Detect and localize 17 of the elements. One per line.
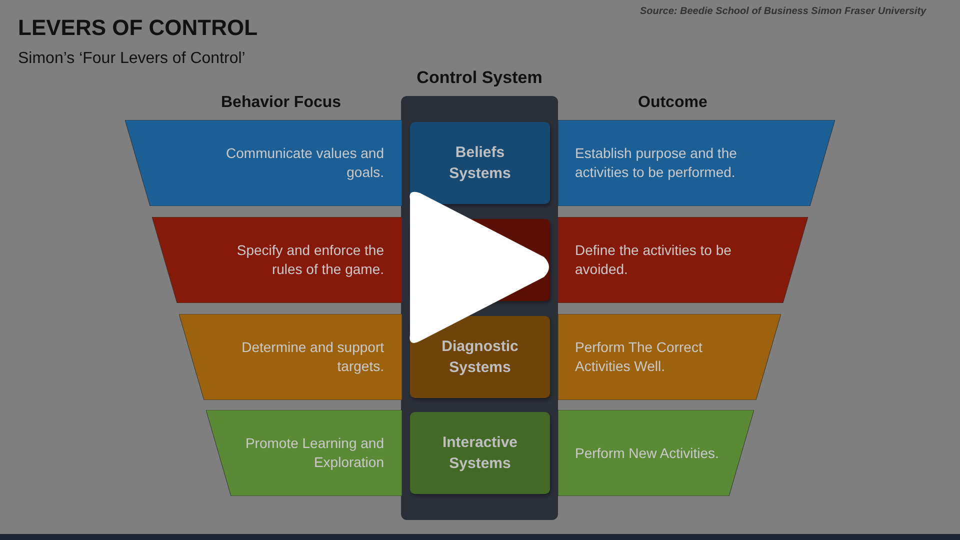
system-box: Diagnostic Systems <box>410 316 550 398</box>
system-box: Interactive Systems <box>410 412 550 494</box>
column-header: Control System <box>416 68 544 88</box>
column-header: Behavior Focus <box>221 94 342 112</box>
source-note: Source: Beedie School of Business Simon Fraser University <box>640 6 926 17</box>
system-box: Beliefs Systems <box>410 122 550 204</box>
panel-text: Perform The Correct Activities Well. <box>575 338 704 376</box>
panel-text: Promote Learning and Exploration <box>244 434 384 472</box>
panel-text: Determine and support targets. <box>240 338 384 376</box>
title: LEVERS OF CONTROL <box>18 15 258 41</box>
subtitle: Simon’s ‘Four Levers of Control’ <box>18 50 246 68</box>
panel-text: Specify and enforce the rules of the game. <box>236 241 384 279</box>
column-header: Outcome <box>638 94 708 112</box>
panel-text: Define the activities to be avoided. <box>575 241 732 279</box>
panel-text: Establish purpose and the activities to be performed. <box>575 144 738 182</box>
panel-text: Communicate values and goals. <box>225 144 384 182</box>
panel-text: Perform New Activities. <box>575 444 720 463</box>
